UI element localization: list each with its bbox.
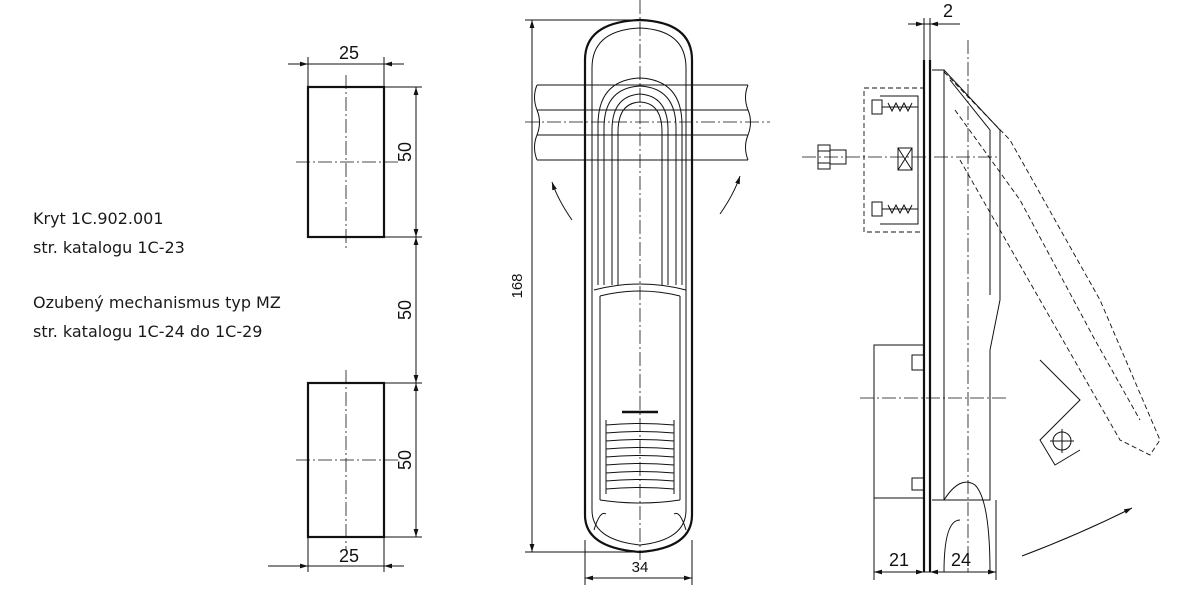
handle-front-view: 168 34 <box>509 0 770 585</box>
dim-cutout-height-2: 50 <box>395 450 415 470</box>
dim-panel-thickness: 2 <box>943 1 953 21</box>
side-view: 2 <box>802 1 1161 580</box>
dim-cutout-width-bottom: 25 <box>339 546 359 566</box>
handle-open-position <box>943 71 1161 456</box>
dim-cutout-height-1: 50 <box>395 142 415 162</box>
handle-body <box>583 18 694 554</box>
notes-block: Kryt 1C.902.001 str. katalogu 1C-23 Ozub… <box>33 204 281 346</box>
cutout-view: 25 25 50 50 50 <box>268 43 422 572</box>
dim-cutout-spacing: 50 <box>395 300 415 320</box>
mechanism-pages-label: str. katalogu 1C-24 do 1C-29 <box>33 322 263 341</box>
mechanism-ref-label: Ozubený mechanismus typ MZ <box>33 293 281 312</box>
cover-ref-label: Kryt 1C.902.001 <box>33 209 164 228</box>
dim-depth-rear: 24 <box>951 550 971 570</box>
cover-page-label: str. katalogu 1C-23 <box>33 238 185 257</box>
dim-depth-front: 21 <box>889 550 909 570</box>
dim-cutout-width-top: 25 <box>339 43 359 63</box>
dim-handle-width: 34 <box>632 559 649 576</box>
lock-housing <box>873 344 925 499</box>
dim-handle-height: 168 <box>509 273 526 298</box>
